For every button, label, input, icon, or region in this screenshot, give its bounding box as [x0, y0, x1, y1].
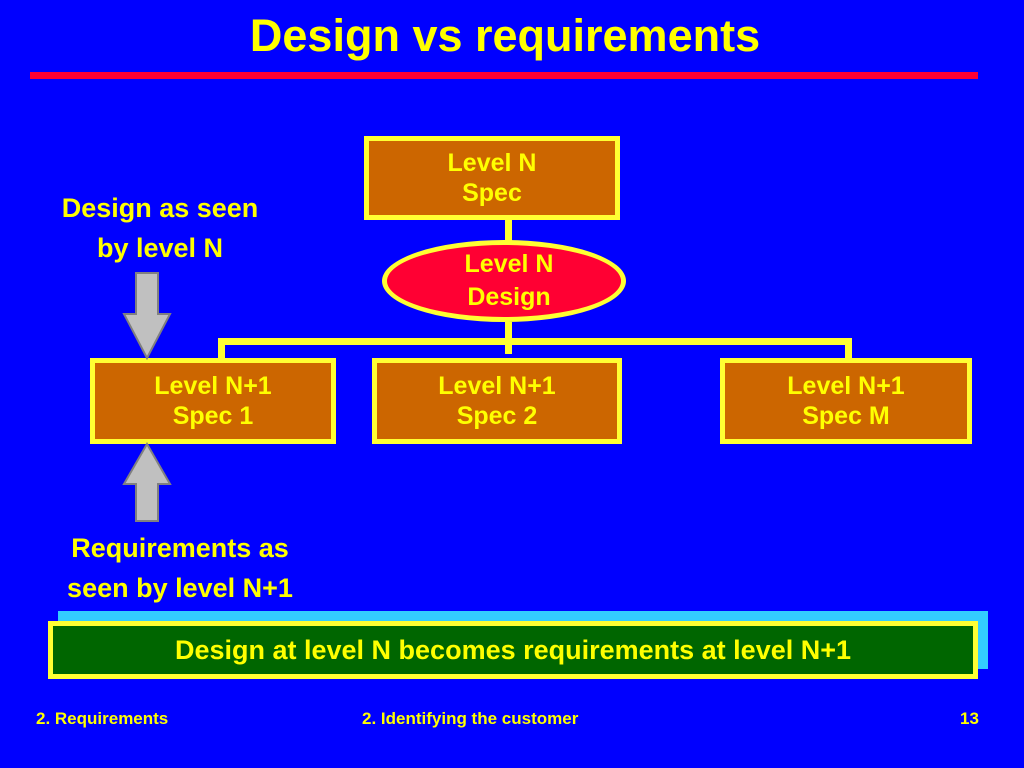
level-n-design-text: Level N Design [382, 248, 636, 314]
slide-title: Design vs requirements [249, 10, 761, 61]
requirements-label-line1: Requirements as [71, 533, 289, 563]
footer-center: 2. Identifying the customer [362, 709, 579, 728]
connector-horizontal-bar [218, 338, 852, 345]
level-n-spec-line2: Spec [462, 179, 522, 207]
spec1-line1: Level N+1 [154, 372, 272, 400]
level-n1-specm-box: Level N+1 Spec M [720, 358, 972, 444]
design-label-line1: Design as seen [61, 193, 259, 223]
design-label-line2: by level N [96, 233, 224, 263]
requirements-as-seen-label: Requirements as seen by level N+1 [20, 528, 340, 608]
arrow-down-icon [122, 272, 172, 360]
level-n-design-line2: Design [467, 283, 551, 311]
specm-line1: Level N+1 [787, 372, 905, 400]
design-as-seen-label: Design as seen by level N [20, 188, 300, 268]
title-underline [30, 72, 978, 79]
page-number: 13 [960, 709, 979, 728]
spec2-line2: Spec 2 [456, 402, 538, 430]
level-n-spec-line1: Level N [447, 149, 537, 177]
level-n1-spec2-box: Level N+1 Spec 2 [372, 358, 622, 444]
footer-left: 2. Requirements [36, 709, 169, 728]
arrow-up-icon [122, 442, 172, 522]
connector-top-to-design [505, 220, 512, 242]
conclusion-banner-text: Design at level N becomes requirements a… [174, 634, 852, 665]
conclusion-banner: Design at level N becomes requirements a… [48, 621, 978, 679]
spec2-line1: Level N+1 [438, 372, 556, 400]
level-n-design-ellipse [382, 240, 626, 322]
specm-line2: Spec M [802, 402, 890, 430]
level-n1-spec1-box: Level N+1 Spec 1 [90, 358, 336, 444]
spec1-line2: Spec 1 [172, 402, 254, 430]
requirements-label-line2: seen by level N+1 [67, 573, 293, 603]
connector-drop-left [218, 338, 225, 362]
level-n-spec-box: Level N Spec [364, 136, 620, 220]
connector-drop-right [845, 338, 852, 362]
level-n-design-line1: Level N [464, 250, 554, 278]
